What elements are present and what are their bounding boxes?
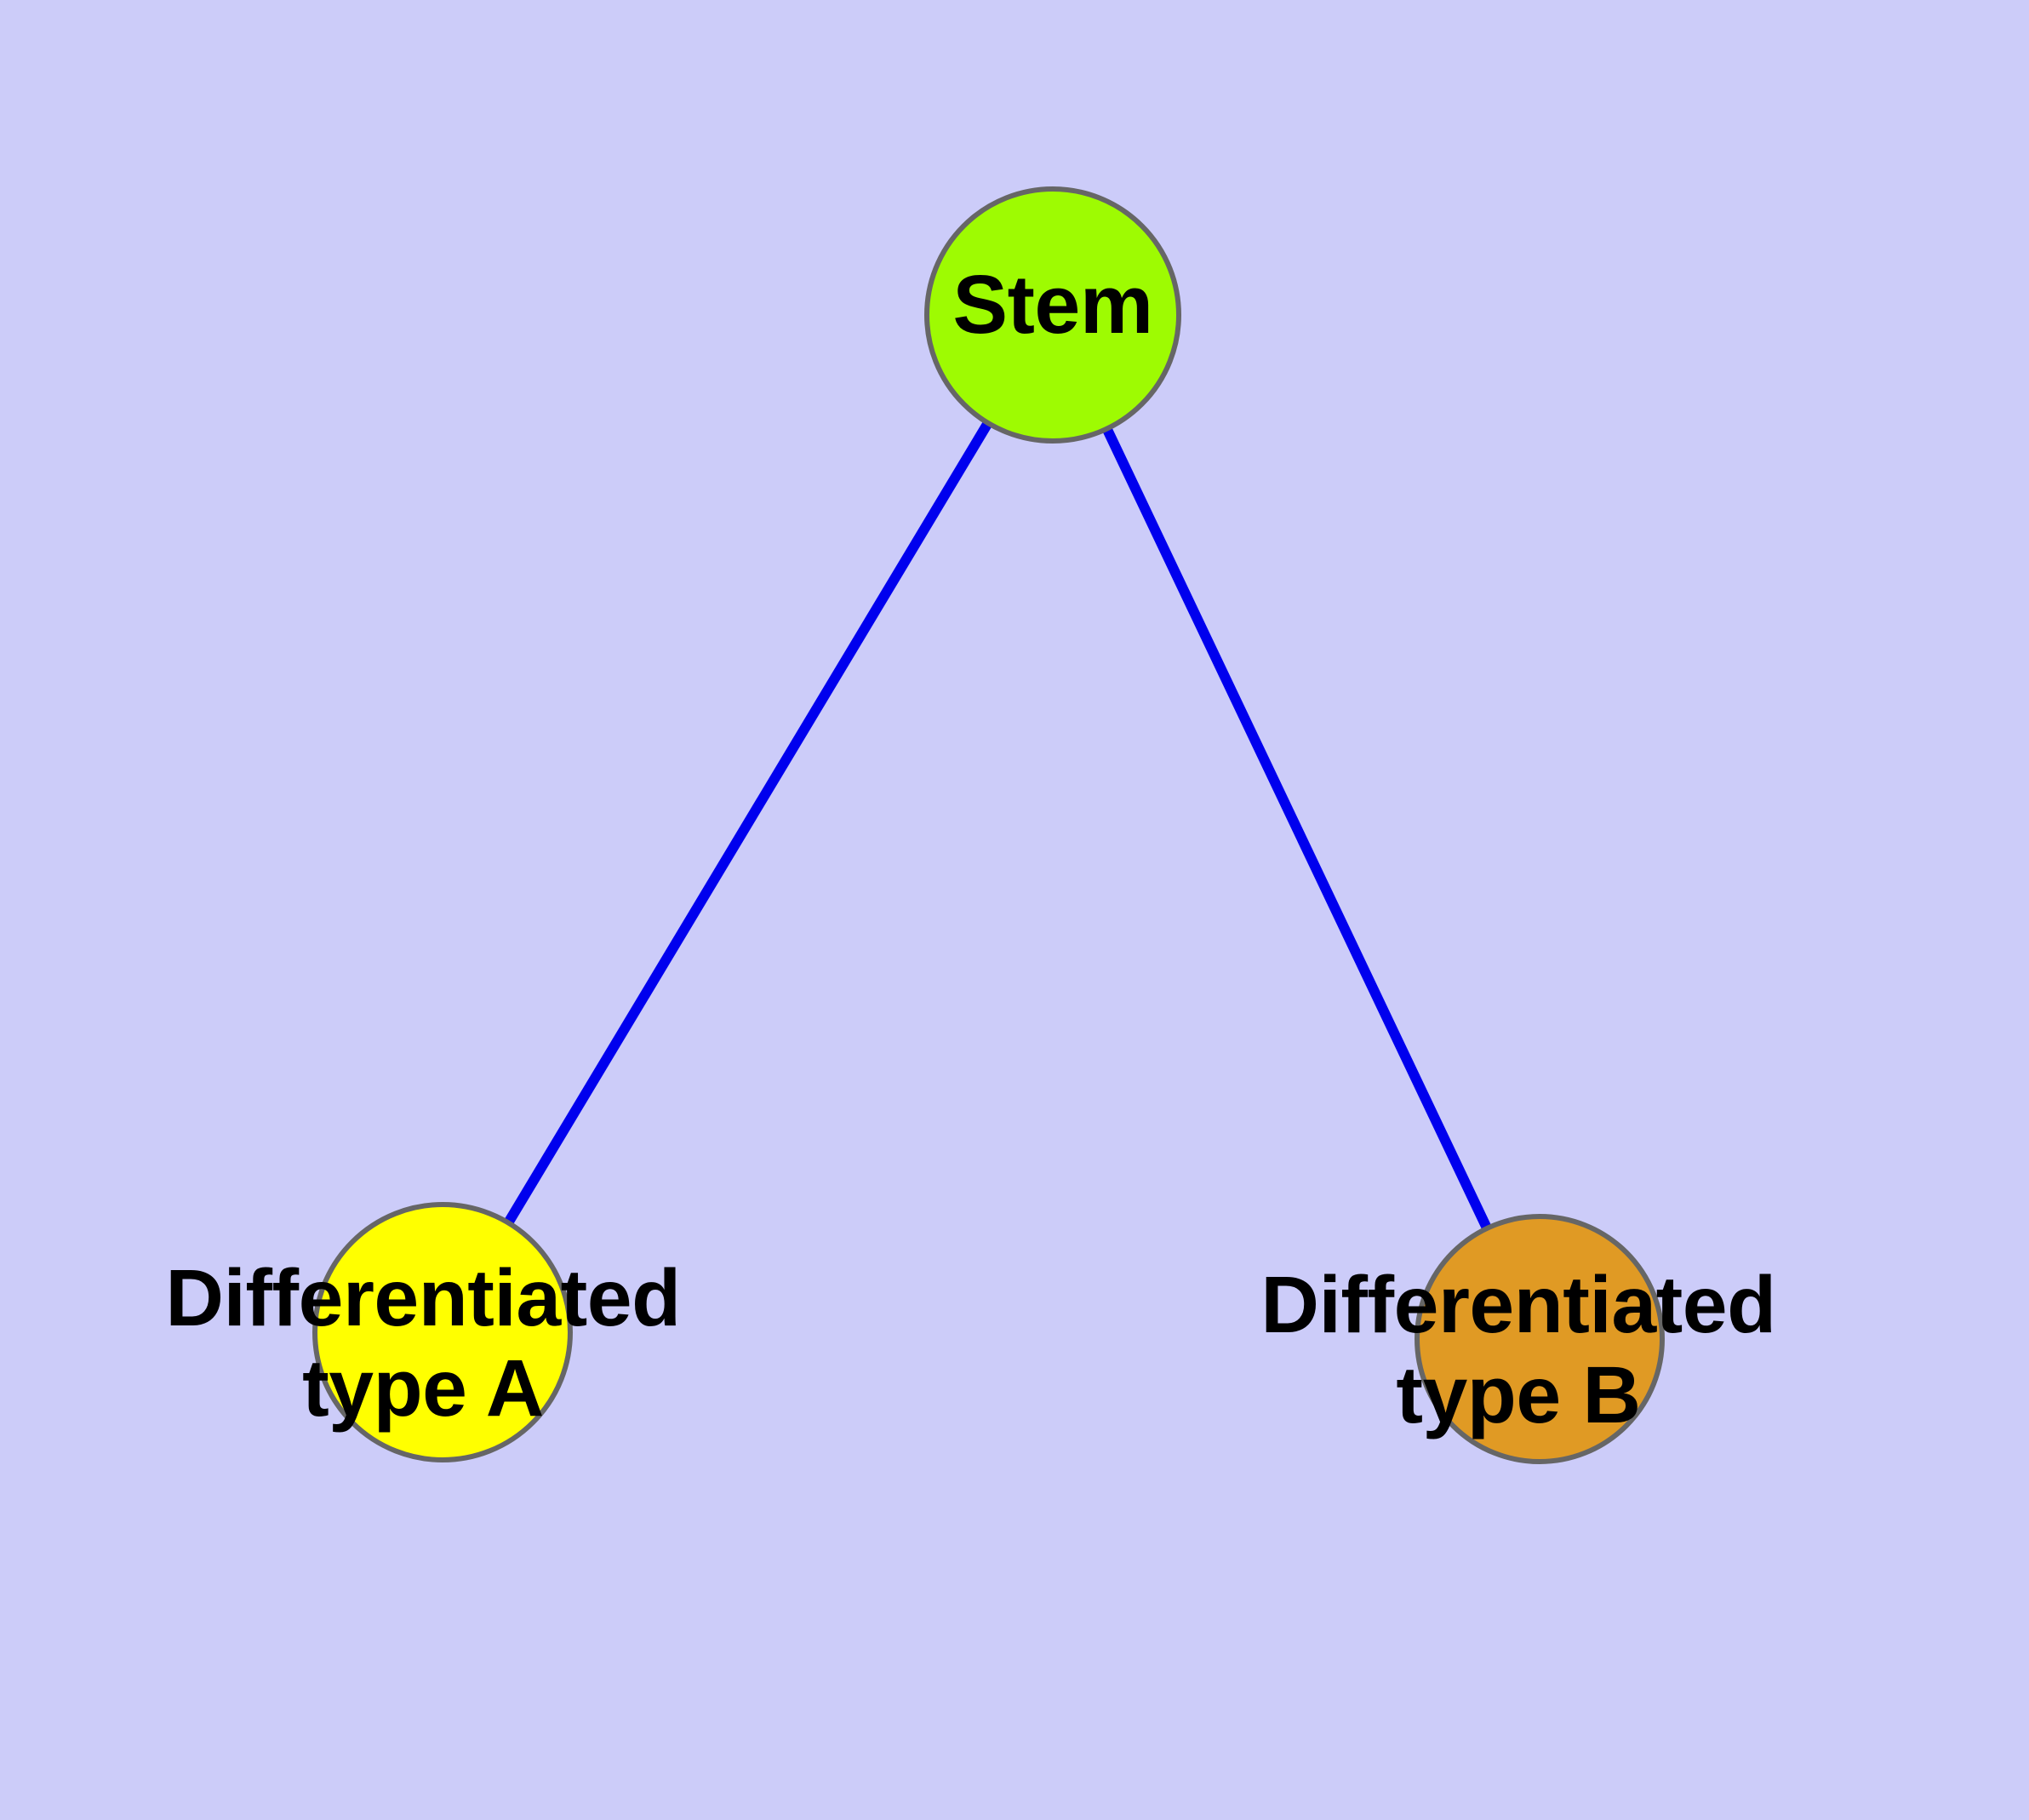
- edge-stem-to-differentiated-type-b[interactable]: [1048, 312, 1545, 1342]
- node-differentiated-type-b[interactable]: [1415, 1214, 1665, 1464]
- node-differentiated-type-a[interactable]: [312, 1202, 573, 1462]
- edge-stem-to-differentiated-type-a[interactable]: [437, 312, 1058, 1336]
- node-stem[interactable]: [924, 186, 1181, 444]
